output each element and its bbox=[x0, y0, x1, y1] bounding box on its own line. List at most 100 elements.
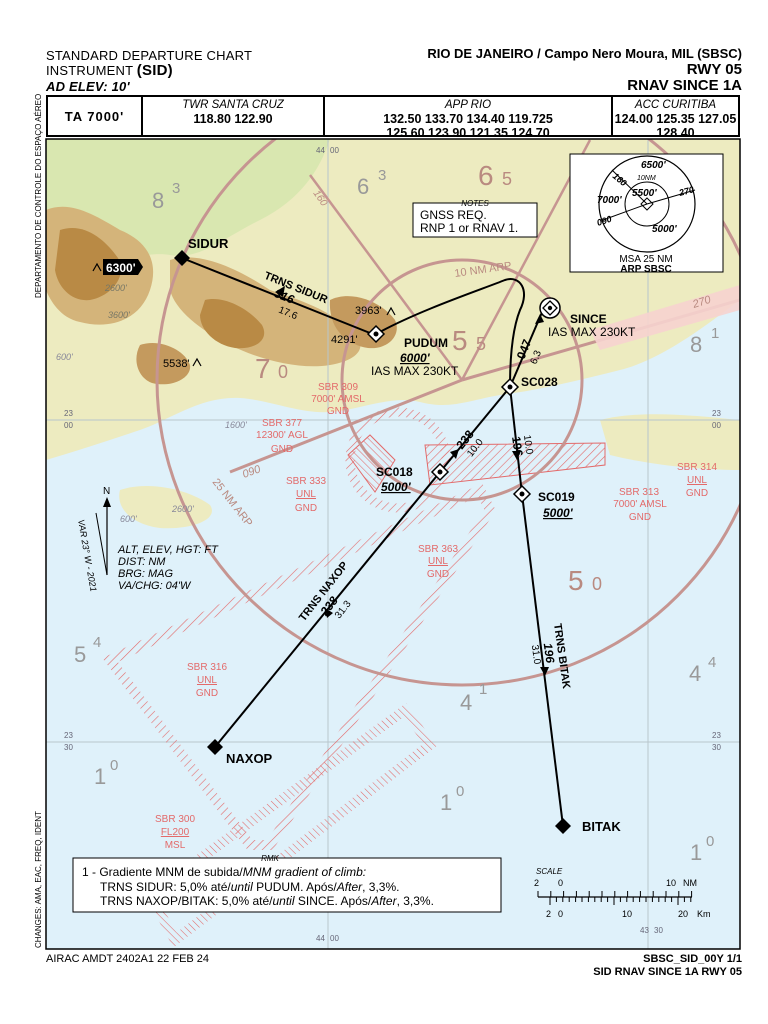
pudum-label: PUDUM bbox=[404, 336, 448, 350]
scale-ticks bbox=[537, 891, 693, 905]
msa-sector-5500: 5500' bbox=[632, 188, 657, 199]
sbr363-lower: GND bbox=[427, 569, 449, 580]
pudum-waypoint-icon[interactable] bbox=[366, 324, 386, 344]
since-waypoint-icon[interactable] bbox=[539, 297, 561, 319]
msa-title: MSA 25 NM bbox=[619, 254, 672, 265]
chart-type-line2: INSTRUMENT (SID) bbox=[46, 62, 173, 79]
restricted-area-sbr333 bbox=[347, 434, 396, 493]
mora-2-major: 6 bbox=[357, 174, 369, 199]
mora-5-major: 7 bbox=[255, 353, 271, 384]
naxop-waypoint-icon[interactable] bbox=[207, 739, 223, 755]
arrow-since bbox=[535, 314, 544, 324]
legend-units-va: VA/CHG: 04'W bbox=[118, 580, 192, 592]
sc028-waypoint-icon[interactable] bbox=[500, 377, 520, 397]
legend-units-alt: ALT, ELEV, HGT: FT bbox=[117, 544, 219, 556]
mora-11-minor: 0 bbox=[110, 757, 118, 774]
arrow-naxop bbox=[325, 608, 333, 618]
sbr316-lower: GND bbox=[196, 688, 218, 699]
terrain-central-peak bbox=[200, 299, 265, 349]
msa-radial-160 bbox=[611, 169, 648, 205]
scale-km-2: 2 bbox=[546, 909, 551, 919]
scale-km-10: 10 bbox=[622, 909, 632, 919]
restricted-area-sbr300 bbox=[143, 702, 437, 948]
elevation-3963: 3963' bbox=[355, 305, 382, 317]
lat-23-00-label-right: 00 bbox=[712, 421, 721, 430]
bitak-waypoint-icon[interactable] bbox=[555, 818, 571, 834]
sidur-waypoint-icon[interactable] bbox=[174, 250, 190, 266]
msa-radial-270 bbox=[646, 189, 696, 205]
peak-6300-icon bbox=[92, 262, 102, 272]
north-label: N bbox=[103, 486, 110, 497]
twr-freqs: 118.80 122.90 bbox=[193, 112, 273, 126]
scale-nm-unit: NM bbox=[683, 878, 697, 888]
mora-8-minor: 1 bbox=[479, 681, 487, 698]
map-frame bbox=[45, 138, 741, 950]
pudum-speed: IAS MAX 230KT bbox=[371, 364, 459, 378]
sc018-waypoint-icon[interactable] bbox=[430, 462, 450, 482]
since-distance: 6.3 bbox=[529, 349, 545, 366]
scale-nm-2: 2 bbox=[534, 878, 539, 888]
msa-sector-7000: 7000' bbox=[597, 195, 622, 206]
transition-altitude: TA 7000' bbox=[48, 97, 143, 135]
sbr300-upper: FL200 bbox=[161, 827, 190, 838]
pudum-altitude: 6000' bbox=[400, 351, 431, 365]
route-trns-naxop bbox=[214, 471, 441, 748]
frequency-table: TA 7000' TWR SANTA CRUZ 118.80 122.90 AP… bbox=[46, 95, 740, 140]
rmk-line1-en: MNM gradient of climb: bbox=[243, 865, 366, 879]
sc019-waypoint-icon[interactable] bbox=[512, 484, 532, 504]
scale-nm-10: 10 bbox=[666, 878, 676, 888]
sbr377-lower: GND bbox=[271, 444, 293, 455]
bitak-bearing: 196 bbox=[541, 642, 558, 664]
lat-23-label: 23 bbox=[64, 409, 73, 418]
elevation-4291: 4291' bbox=[331, 334, 358, 346]
sector-line-north bbox=[460, 139, 592, 381]
leg-sc019-labels: 196 10.0 bbox=[509, 434, 535, 457]
arc-25nm-arp bbox=[155, 139, 740, 687]
scale-km-20: 20 bbox=[678, 909, 688, 919]
route-sc028-sc018 bbox=[439, 386, 511, 473]
app-freqs-1: 132.50 133.70 134.40 119.725 bbox=[383, 112, 553, 126]
terrain-central bbox=[170, 257, 361, 367]
contour-1600: 1600' bbox=[225, 420, 247, 430]
acc-freqs-1: 124.00 125.35 127.05 bbox=[614, 112, 737, 126]
lon-43-label: 43 bbox=[640, 926, 649, 935]
route-sc028-sc019 bbox=[509, 386, 523, 495]
bitak-label: BITAK bbox=[582, 819, 621, 834]
arrow-sidur bbox=[275, 286, 285, 297]
lat-23-label-b-right: 23 bbox=[712, 731, 721, 740]
rmk-line3-a: TRNS NAXOP/BITAK: 5,0% até/ bbox=[100, 894, 273, 908]
acc-name: ACC CURITIBA bbox=[634, 99, 717, 111]
twr-name: TWR SANTA CRUZ bbox=[182, 99, 284, 111]
mora-10-major: 4 bbox=[689, 661, 701, 686]
restricted-area-sbr313 bbox=[424, 442, 606, 486]
chart-type-line1: STANDARD DEPARTURE CHART bbox=[46, 48, 253, 63]
restricted-area-sbr309 bbox=[345, 407, 451, 513]
notes-title: NOTES bbox=[461, 199, 489, 208]
sbr316-upper: UNL bbox=[197, 675, 217, 686]
sbr314-upper: UNL bbox=[687, 475, 707, 486]
rmk-line2-c: PUDUM. Após/ bbox=[253, 880, 338, 894]
sc018-label: SC018 bbox=[376, 465, 413, 479]
notes-line2: RNP 1 or RNAV 1. bbox=[420, 221, 518, 235]
sbr300-name: SBR 300 bbox=[155, 814, 195, 825]
msa-bearing-090: 090 bbox=[596, 214, 613, 228]
msa-bearing-270: 270 bbox=[677, 184, 695, 198]
mora-1-major: 8 bbox=[152, 188, 164, 213]
sbr333-name: SBR 333 bbox=[286, 476, 326, 487]
arrow-sc018 bbox=[450, 449, 459, 459]
mora-3-major: 6 bbox=[478, 160, 494, 191]
sbr309-upper: 7000' AMSL bbox=[311, 394, 365, 405]
contour-3600: 3600' bbox=[108, 310, 130, 320]
msa-outer-circle bbox=[598, 155, 696, 253]
mora-12-minor: 0 bbox=[456, 783, 464, 800]
airac-amendment: AIRAC AMDT 2402A1 22 FEB 24 bbox=[46, 953, 210, 965]
sc019-altitude: 5000' bbox=[543, 506, 574, 520]
lat-23-30-label-right: 30 bbox=[712, 743, 721, 752]
arrow-bitak bbox=[540, 667, 549, 676]
peak-5538-icon bbox=[192, 357, 202, 367]
sbr363-name: SBR 363 bbox=[418, 544, 458, 555]
notes-box bbox=[412, 202, 538, 238]
sbr377-upper: 12300' AGL bbox=[256, 430, 308, 441]
mora-9-minor: 0 bbox=[592, 574, 602, 594]
